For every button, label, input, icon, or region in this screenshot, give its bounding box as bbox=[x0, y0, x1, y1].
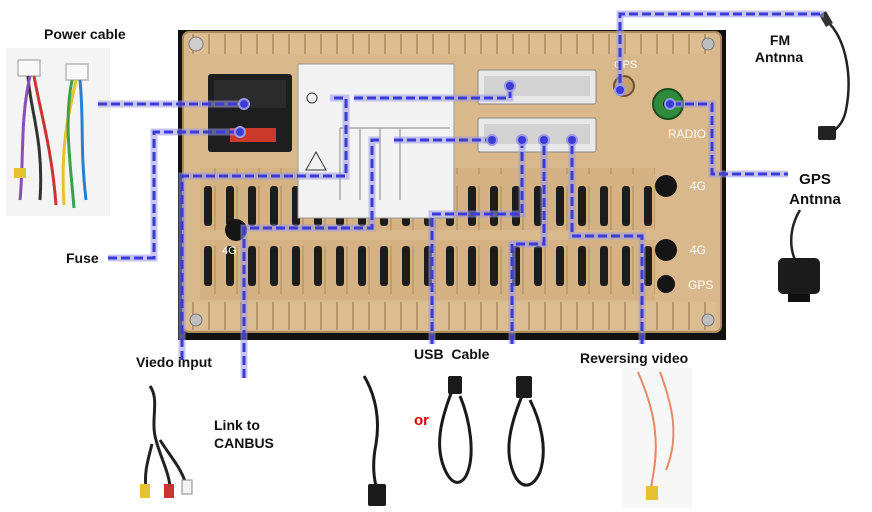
lower-white-connector bbox=[477, 117, 597, 153]
power-cable-label: Power cable bbox=[44, 26, 126, 42]
reversing-video-label: Reversing video bbox=[580, 350, 689, 366]
video-input-cable-photo bbox=[140, 385, 193, 498]
gps-lower-label: GPS bbox=[688, 278, 713, 292]
fm-antenna-label-line2: Antnna bbox=[754, 49, 804, 65]
gps-antenna-label: GPS Antnna bbox=[786, 170, 844, 210]
left-4g-label: 4G bbox=[222, 245, 237, 257]
gps-antenna-photo bbox=[778, 209, 820, 302]
port-4g-lower bbox=[655, 239, 677, 261]
power-harness-photo bbox=[6, 48, 110, 216]
fm-antenna-label: FM Antnna bbox=[754, 32, 804, 66]
port-4g-lower-label: 4G bbox=[690, 243, 706, 257]
port-4g-upper bbox=[655, 175, 677, 197]
port-gps-lower bbox=[657, 275, 675, 293]
fm-antenna-label-line1: FM bbox=[769, 32, 791, 48]
fm-antenna-photo bbox=[818, 10, 850, 141]
fuse-label: Fuse bbox=[66, 250, 99, 266]
usb-cable-photo-middle bbox=[438, 376, 473, 484]
video-input-label: Viedo input bbox=[136, 354, 212, 370]
canbus-label-line2: CANBUS bbox=[214, 435, 274, 451]
canbus-label: Link to CANBUS bbox=[214, 416, 274, 452]
reversing-video-cable-photo bbox=[622, 368, 692, 508]
usb-cable-photo-left bbox=[362, 375, 386, 506]
usb-cable-label: USB Cable bbox=[414, 346, 490, 362]
gps-antenna-label-line2: Antnna bbox=[789, 191, 841, 208]
usb-cable-photo-right bbox=[507, 376, 545, 487]
port-4g-upper-label: 4G bbox=[690, 179, 706, 193]
connector-lines bbox=[98, 10, 824, 378]
gps-antenna-label-line1: GPS bbox=[799, 171, 831, 188]
or-label: or bbox=[414, 412, 429, 429]
canbus-label-line1: Link to bbox=[214, 417, 260, 433]
radio-port-label: RADIO bbox=[668, 127, 706, 141]
power-connector-block bbox=[208, 74, 292, 152]
